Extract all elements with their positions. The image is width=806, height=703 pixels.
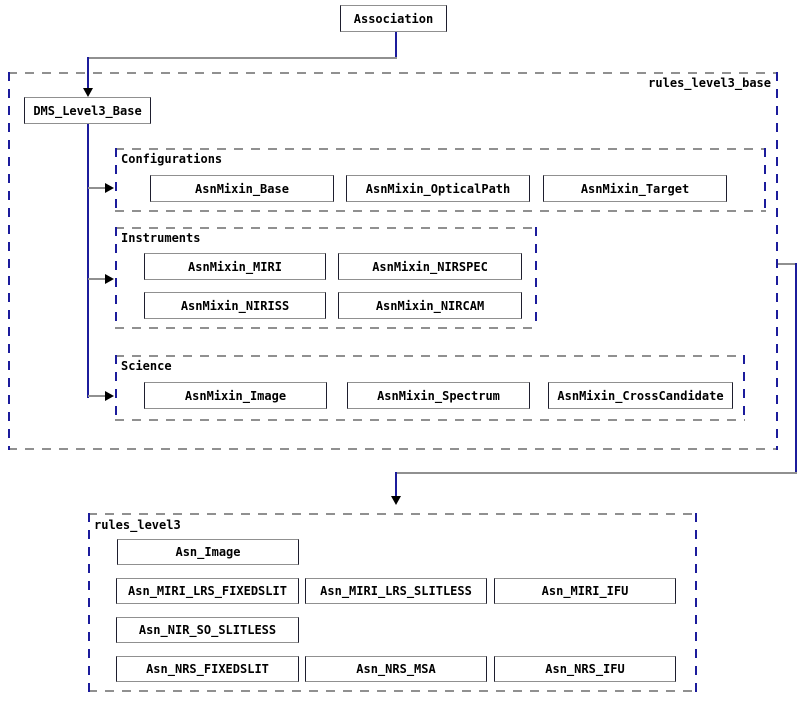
edge-cluster-bottom-horizontal (396, 472, 797, 474)
edge-branch-science (88, 395, 106, 397)
cluster-rules-level3-right-border (695, 513, 697, 692)
node-asnmixin-nircam: AsnMixin_NIRCAM (338, 292, 522, 319)
node-asnmixin-target: AsnMixin_Target (543, 175, 727, 202)
cluster-science-bottom-border (115, 419, 745, 421)
edge-branch-instruments (88, 278, 106, 280)
arrowhead-to-dms (83, 88, 93, 97)
node-asnmixin-nirspec: AsnMixin_NIRSPEC (338, 253, 522, 280)
edge-cluster-exit-right (778, 263, 797, 265)
arrowhead-to-configurations (105, 183, 114, 193)
node-asn-nrs-fixedslit: Asn_NRS_FIXEDSLIT (116, 656, 299, 682)
cluster-instruments-label: Instruments (121, 231, 201, 245)
edge-branch-configurations (88, 187, 106, 189)
cluster-configurations-top-border (115, 148, 766, 150)
edge-cluster-down-to-rules-level3 (395, 472, 397, 498)
cluster-rules-level3-base-top-border (8, 72, 778, 74)
cluster-configurations-right-border (764, 148, 766, 212)
node-asnmixin-niriss: AsnMixin_NIRISS (144, 292, 326, 319)
node-asn-nrs-ifu: Asn_NRS_IFU (494, 656, 676, 682)
cluster-configurations-bottom-border (115, 210, 766, 212)
node-asnmixin-crosscandidate: AsnMixin_CrossCandidate (548, 382, 733, 409)
arrowhead-to-rules-level3 (391, 496, 401, 505)
cluster-rules-level3-base-right-border (776, 72, 778, 450)
cluster-rules-level3-base-bottom-border (8, 448, 778, 450)
node-asn-miri-lrs-slitless: Asn_MIRI_LRS_SLITLESS (305, 578, 487, 604)
cluster-rules-level3-left-border (88, 513, 90, 692)
node-asn-nrs-msa: Asn_NRS_MSA (305, 656, 487, 682)
edge-association-down (395, 32, 397, 59)
edge-cluster-right-down (795, 263, 797, 474)
node-asnmixin-miri: AsnMixin_MIRI (144, 253, 326, 280)
node-asn-nir-so-slitless: Asn_NIR_SO_SLITLESS (116, 617, 299, 643)
cluster-science-label: Science (121, 359, 172, 373)
node-asnmixin-spectrum: AsnMixin_Spectrum (347, 382, 530, 409)
cluster-rules-level3-label: rules_level3 (94, 518, 181, 532)
cluster-instruments-top-border (115, 227, 537, 229)
cluster-instruments-left-border (115, 227, 117, 329)
cluster-rules-level3-base-label: rules_level3_base (648, 76, 771, 90)
arrowhead-to-instruments (105, 274, 114, 284)
cluster-rules-level3-base-left-border (8, 72, 10, 450)
cluster-science-top-border (115, 355, 745, 357)
cluster-science-right-border (743, 355, 745, 421)
node-asnmixin-opticalpath: AsnMixin_OpticalPath (346, 175, 530, 202)
cluster-configurations-left-border (115, 148, 117, 212)
cluster-rules-level3-bottom-border (88, 690, 697, 692)
node-asnmixin-base: AsnMixin_Base (150, 175, 334, 202)
edge-dms-trunk (87, 124, 89, 398)
node-asn-miri-ifu: Asn_MIRI_IFU (494, 578, 676, 604)
cluster-science-left-border (115, 355, 117, 421)
node-asn-image: Asn_Image (117, 539, 299, 565)
edge-association-horizontal (87, 57, 397, 59)
node-dms-level3-base: DMS_Level3_Base (24, 97, 151, 124)
node-asn-miri-lrs-fixedslit: Asn_MIRI_LRS_FIXEDSLIT (116, 578, 299, 604)
node-asnmixin-image: AsnMixin_Image (144, 382, 327, 409)
arrowhead-to-science (105, 391, 114, 401)
cluster-rules-level3-top-border (88, 513, 697, 515)
cluster-configurations-label: Configurations (121, 152, 223, 166)
cluster-instruments-bottom-border (115, 327, 537, 329)
node-association: Association (340, 5, 447, 32)
cluster-instruments-right-border (535, 227, 537, 329)
